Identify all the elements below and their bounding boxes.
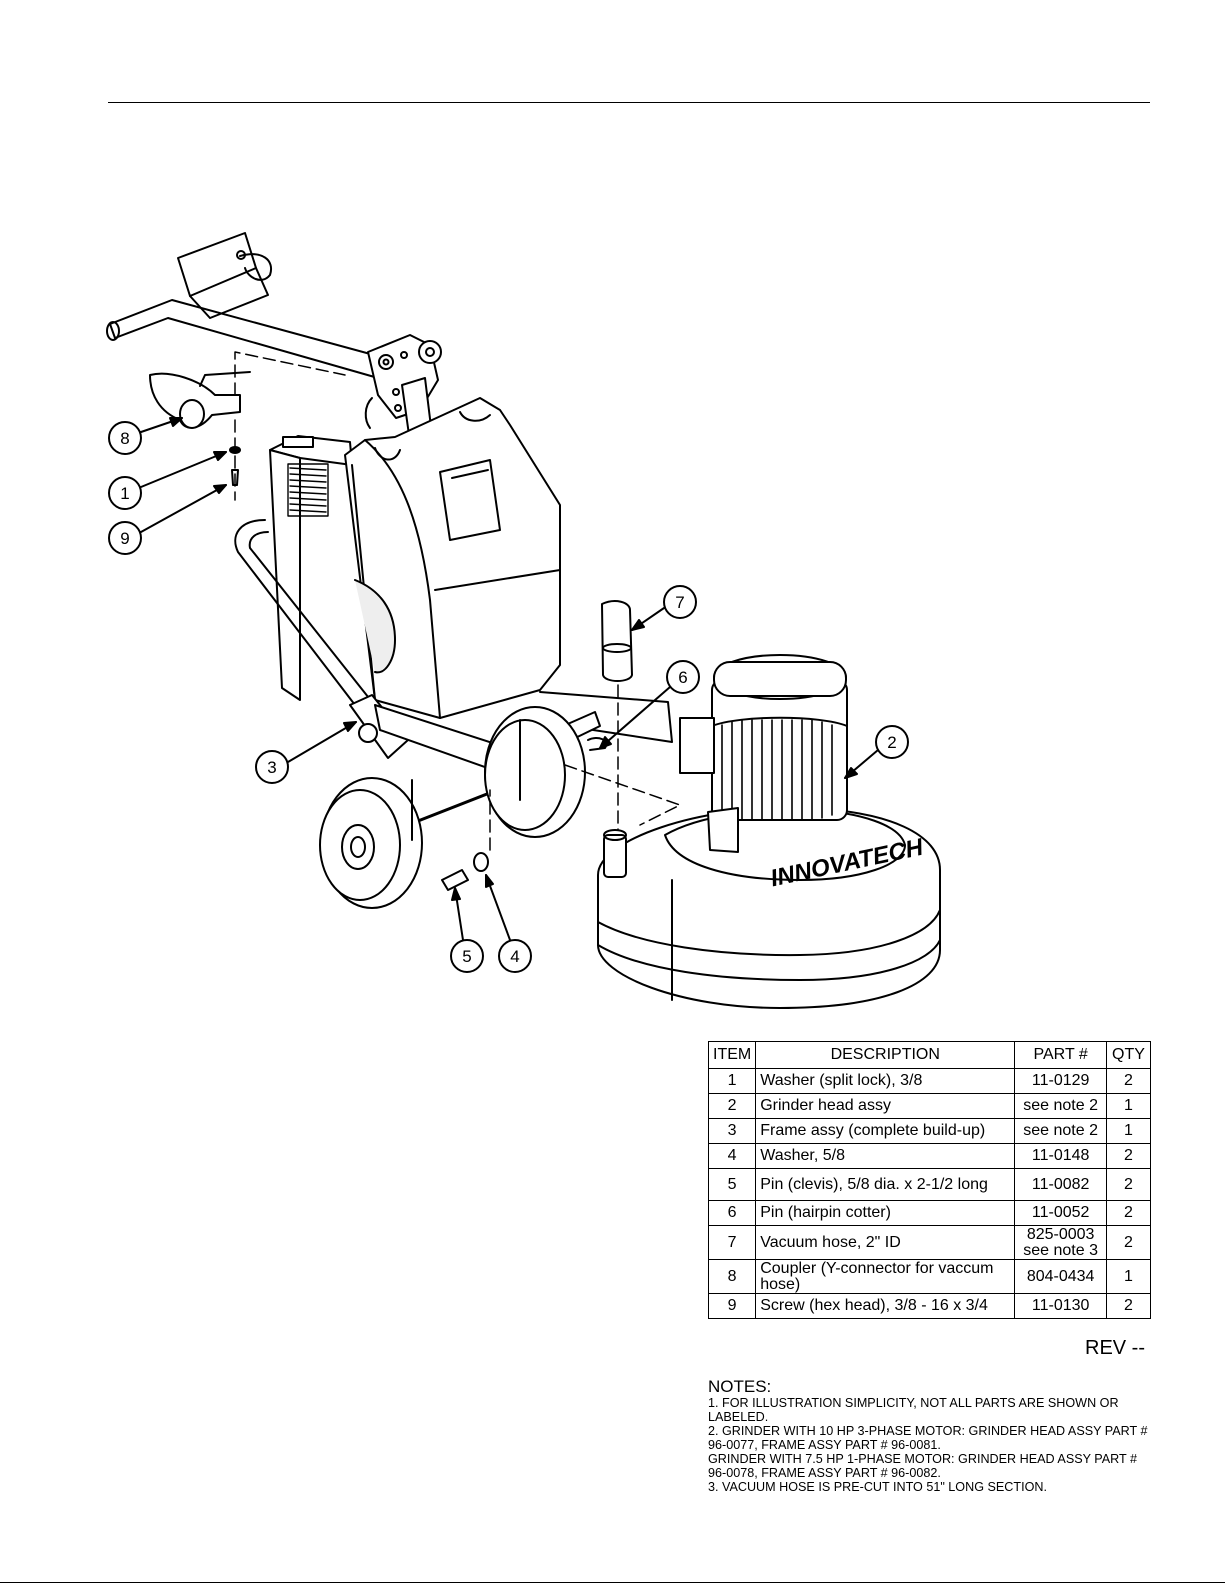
header-description: DESCRIPTION bbox=[755, 1041, 1016, 1069]
cell-description: Grinder head assy bbox=[755, 1093, 1016, 1119]
handle-assembly bbox=[106, 232, 386, 379]
note-line: 3. VACUUM HOSE IS PRE-CUT INTO 51" LONG … bbox=[708, 1480, 1047, 1494]
cell-description: Washer, 5/8 bbox=[755, 1143, 1016, 1169]
cell-item: 7 bbox=[707, 1225, 757, 1260]
bottom-rule bbox=[0, 1582, 1225, 1583]
cell-item: 1 bbox=[707, 1068, 757, 1094]
table-row: 3 Frame assy (complete build-up) see not… bbox=[707, 1118, 1151, 1144]
note-line: GRINDER WITH 7.5 HP 1-PHASE MOTOR: GRIND… bbox=[708, 1452, 1137, 1480]
note-line: 1. FOR ILLUSTRATION SIMPLICITY, NOT ALL … bbox=[708, 1396, 1119, 1424]
svg-text:3: 3 bbox=[267, 758, 276, 777]
callout-9: 9 bbox=[108, 484, 227, 555]
frame-housing bbox=[269, 397, 561, 719]
cell-description: Coupler (Y-connector for vaccum hose) bbox=[755, 1259, 1016, 1294]
parts-table: ITEM DESCRIPTION PART # QTY 1 Washer (sp… bbox=[707, 1041, 1151, 1319]
notes-heading: NOTES: bbox=[708, 1377, 772, 1396]
table-row: 9 Screw (hex head), 3/8 - 16 x 3/4 11-01… bbox=[707, 1293, 1151, 1319]
cell-qty: 2 bbox=[1106, 1143, 1151, 1169]
vacuum-hose bbox=[601, 600, 633, 682]
cell-item: 2 bbox=[707, 1093, 757, 1119]
cell-item: 3 bbox=[707, 1118, 757, 1144]
wheels bbox=[319, 706, 586, 909]
cell-qty: 1 bbox=[1106, 1093, 1151, 1119]
cell-part: 11-0082 bbox=[1014, 1168, 1107, 1201]
exploded-view-drawing: INNOVATECH bbox=[106, 232, 941, 1009]
top-rule bbox=[108, 102, 1150, 103]
cell-description: Washer (split lock), 3/8 bbox=[755, 1068, 1016, 1094]
table-row: 2 Grinder head assy see note 2 1 bbox=[707, 1093, 1151, 1119]
svg-text:7: 7 bbox=[675, 593, 684, 612]
cell-qty: 2 bbox=[1106, 1293, 1151, 1319]
svg-text:1: 1 bbox=[120, 484, 129, 503]
svg-text:6: 6 bbox=[678, 668, 687, 687]
svg-text:2: 2 bbox=[887, 733, 896, 752]
cell-qty: 2 bbox=[1106, 1168, 1151, 1201]
grinder-head: INNOVATECH bbox=[597, 806, 941, 1009]
cell-description: Frame assy (complete build-up) bbox=[755, 1118, 1016, 1144]
cell-description: Pin (clevis), 5/8 dia. x 2-1/2 long bbox=[755, 1168, 1016, 1201]
table-row: 1 Washer (split lock), 3/8 11-0129 2 bbox=[707, 1068, 1151, 1094]
cell-part: 804-0434 bbox=[1014, 1259, 1107, 1294]
callout-5: 5 bbox=[450, 887, 484, 973]
cell-part-line2: see note 3 bbox=[1023, 1241, 1098, 1259]
table-row: 5 Pin (clevis), 5/8 dia. x 2-1/2 long 11… bbox=[707, 1168, 1151, 1201]
cell-qty: 1 bbox=[1106, 1259, 1151, 1294]
cell-qty: 2 bbox=[1106, 1200, 1151, 1226]
cell-part: 11-0052 bbox=[1014, 1200, 1107, 1226]
table-header-row: ITEM DESCRIPTION PART # QTY bbox=[707, 1041, 1151, 1069]
callout-3: 3 bbox=[255, 721, 357, 784]
callout-8: 8 bbox=[108, 417, 183, 455]
note-line: 2. GRINDER WITH 10 HP 3-PHASE MOTOR: GRI… bbox=[708, 1424, 1148, 1452]
cell-part: 11-0148 bbox=[1014, 1143, 1107, 1169]
callout-6: 6 bbox=[599, 660, 700, 749]
cell-description: Vacuum hose, 2" ID bbox=[755, 1225, 1016, 1260]
revision-label: REV -- bbox=[1085, 1337, 1145, 1359]
cell-part: see note 2 bbox=[1014, 1118, 1107, 1144]
cell-item: 6 bbox=[707, 1200, 757, 1226]
cell-qty: 2 bbox=[1106, 1225, 1151, 1260]
cell-description: Screw (hex head), 3/8 - 16 x 3/4 bbox=[755, 1293, 1016, 1319]
motor bbox=[679, 654, 848, 853]
cell-qty: 1 bbox=[1106, 1118, 1151, 1144]
y-connector bbox=[149, 371, 251, 429]
cell-item: 8 bbox=[707, 1259, 757, 1294]
cell-part: see note 2 bbox=[1014, 1093, 1107, 1119]
callouts: 8 1 9 7 6 2 3 bbox=[108, 417, 909, 973]
svg-text:4: 4 bbox=[510, 947, 519, 966]
cell-item: 5 bbox=[707, 1168, 757, 1201]
callout-2: 2 bbox=[844, 725, 909, 779]
cell-description: Pin (hairpin cotter) bbox=[755, 1200, 1016, 1226]
small-parts bbox=[229, 446, 608, 891]
cell-part: 11-0129 bbox=[1014, 1068, 1107, 1094]
header-part: PART # bbox=[1014, 1041, 1107, 1069]
header-item: ITEM bbox=[707, 1041, 757, 1069]
svg-text:8: 8 bbox=[120, 429, 129, 448]
assembly-lines bbox=[234, 351, 681, 851]
callout-1: 1 bbox=[108, 451, 227, 510]
cell-part: 11-0130 bbox=[1014, 1293, 1107, 1319]
table-row: 4 Washer, 5/8 11-0148 2 bbox=[707, 1143, 1151, 1169]
cell-item: 9 bbox=[707, 1293, 757, 1319]
table-row: 8 Coupler (Y-connector for vaccum hose) … bbox=[707, 1259, 1151, 1294]
callout-4: 4 bbox=[485, 874, 532, 973]
svg-text:5: 5 bbox=[462, 947, 471, 966]
notes-block: NOTES: 1. FOR ILLUSTRATION SIMPLICITY, N… bbox=[708, 1377, 1153, 1495]
cell-qty: 2 bbox=[1106, 1068, 1151, 1094]
header-qty: QTY bbox=[1106, 1041, 1151, 1069]
table-row: 6 Pin (hairpin cotter) 11-0052 2 bbox=[707, 1200, 1151, 1226]
svg-text:9: 9 bbox=[120, 529, 129, 548]
cell-part-line1: 825-0003 bbox=[1026, 1225, 1095, 1243]
cell-item: 4 bbox=[707, 1143, 757, 1169]
callout-7: 7 bbox=[631, 585, 697, 631]
